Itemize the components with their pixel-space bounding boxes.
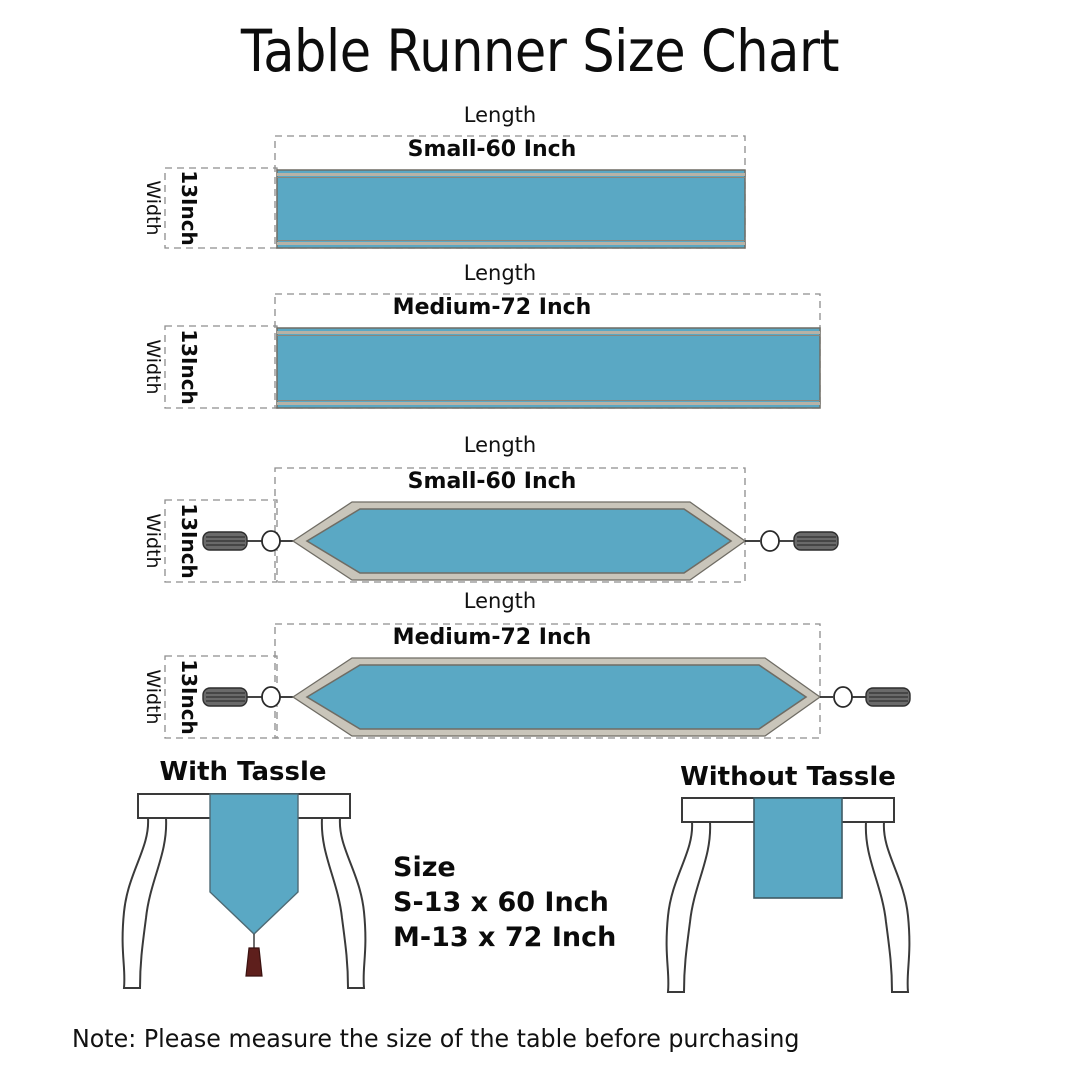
note-prefix: Note: (72, 1024, 137, 1053)
hanging-tassel-icon (245, 934, 263, 977)
runner-diagram-medium-plain: Length Medium-72 Inch Width 13Inch (0, 258, 1080, 420)
runner-shape-pointed (291, 657, 822, 737)
width-label: Width (142, 180, 164, 235)
length-label: Length (464, 261, 536, 285)
note-line: Note:Please measure the size of the tabl… (72, 1024, 800, 1053)
without-tassle-caption: Without Tassle (680, 762, 896, 792)
size-summary-block: Size S-13 x 60 Inch M-13 x 72 Inch (393, 850, 616, 955)
with-tassle-caption: With Tassle (159, 757, 326, 787)
width-value-label: 13Inch (177, 503, 201, 579)
length-label: Length (464, 433, 536, 457)
runner-shape-rectangle (276, 169, 746, 249)
runner-diagram-medium-tassel: Length Medium-72 Inch Width 13Inch (0, 586, 1080, 751)
width-value-label: 13Inch (177, 659, 201, 735)
size-heading: Size (393, 852, 456, 883)
runner-drape-plain (753, 797, 843, 899)
width-label: Width (142, 669, 164, 724)
table-leg-left (121, 817, 168, 989)
table-leg-left (665, 821, 712, 993)
width-value-label: 13Inch (177, 170, 201, 246)
size-label: Medium-72 Inch (393, 625, 592, 650)
illustration-without-tassle: Without Tassle (620, 752, 1080, 1002)
tassel-right-icon (745, 530, 839, 552)
tassel-right-icon (820, 686, 911, 708)
size-small: S-13 x 60 Inch (393, 887, 609, 918)
width-value-label: 13Inch (177, 329, 201, 405)
length-label: Length (464, 103, 536, 127)
size-label: Small-60 Inch (408, 469, 577, 494)
length-guide-box (274, 623, 821, 739)
width-label: Width (142, 339, 164, 394)
runner-shape-rectangle (276, 327, 821, 409)
table-leg-right (320, 817, 367, 989)
length-label: Length (464, 589, 536, 613)
page-title: Table Runner Size Chart (240, 17, 840, 85)
illustration-with-tassle: With Tassle (0, 752, 1080, 1002)
size-medium: M-13 x 72 Inch (393, 922, 617, 953)
tassel-left-icon (202, 530, 293, 552)
note-text: Please measure the size of the table bef… (143, 1024, 800, 1053)
width-label: Width (142, 513, 164, 568)
runner-diagram-small-tassel: Length Small-60 Inch Width 13Inch (0, 430, 1080, 595)
table-leg-right (864, 821, 911, 993)
runner-drape-pointed (209, 793, 299, 935)
runner-diagram-small-plain: Length Small-60 Inch Width 13Inch (0, 100, 1080, 260)
length-guide-box (274, 467, 746, 583)
tassel-left-icon (202, 686, 293, 708)
size-label: Medium-72 Inch (393, 295, 592, 320)
runner-shape-pointed (291, 501, 747, 581)
size-label: Small-60 Inch (408, 137, 577, 162)
